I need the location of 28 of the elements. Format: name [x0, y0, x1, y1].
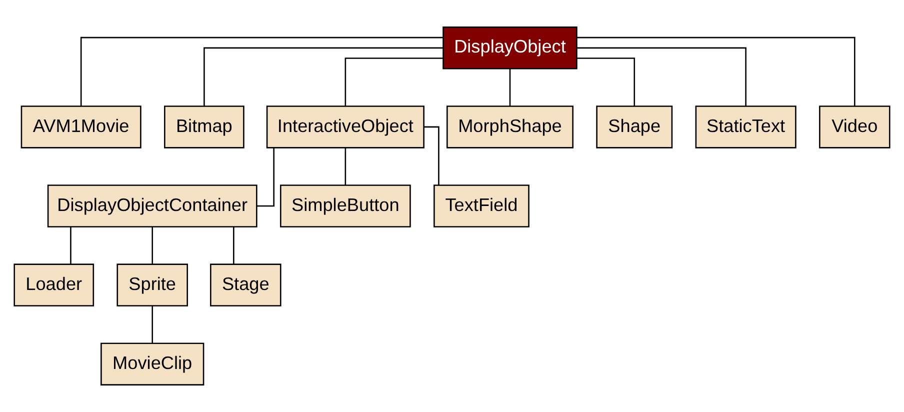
node-box: AVM1Movie: [20, 106, 142, 148]
node-box: DisplayObjectContainer: [47, 184, 258, 228]
node-box: Shape: [596, 106, 673, 148]
connector: [233, 226, 234, 264]
node-box: Video: [819, 106, 890, 148]
connector: [509, 68, 511, 106]
connector: [256, 148, 274, 207]
node-box: StaticText: [695, 106, 796, 148]
node-box: TextField: [434, 184, 530, 228]
node-box: Loader: [14, 264, 94, 306]
connector: [576, 47, 746, 106]
connector: [344, 148, 346, 186]
node-box: Sprite: [116, 264, 188, 306]
node-box: InteractiveObject: [266, 106, 424, 148]
node-box: MovieClip: [100, 342, 204, 386]
node-box: MorphShape: [446, 106, 574, 148]
node-box: DisplayObject: [442, 26, 578, 70]
connector: [204, 47, 443, 106]
connector: [152, 226, 153, 264]
connector: [80, 36, 443, 106]
connector: [576, 36, 856, 106]
connector: [152, 306, 153, 344]
connector: [344, 58, 444, 106]
node-box: SimpleButton: [280, 184, 411, 228]
node-box: Stage: [210, 264, 282, 306]
connector: [70, 226, 72, 264]
connector: [576, 58, 636, 106]
node-box: Bitmap: [164, 106, 244, 148]
